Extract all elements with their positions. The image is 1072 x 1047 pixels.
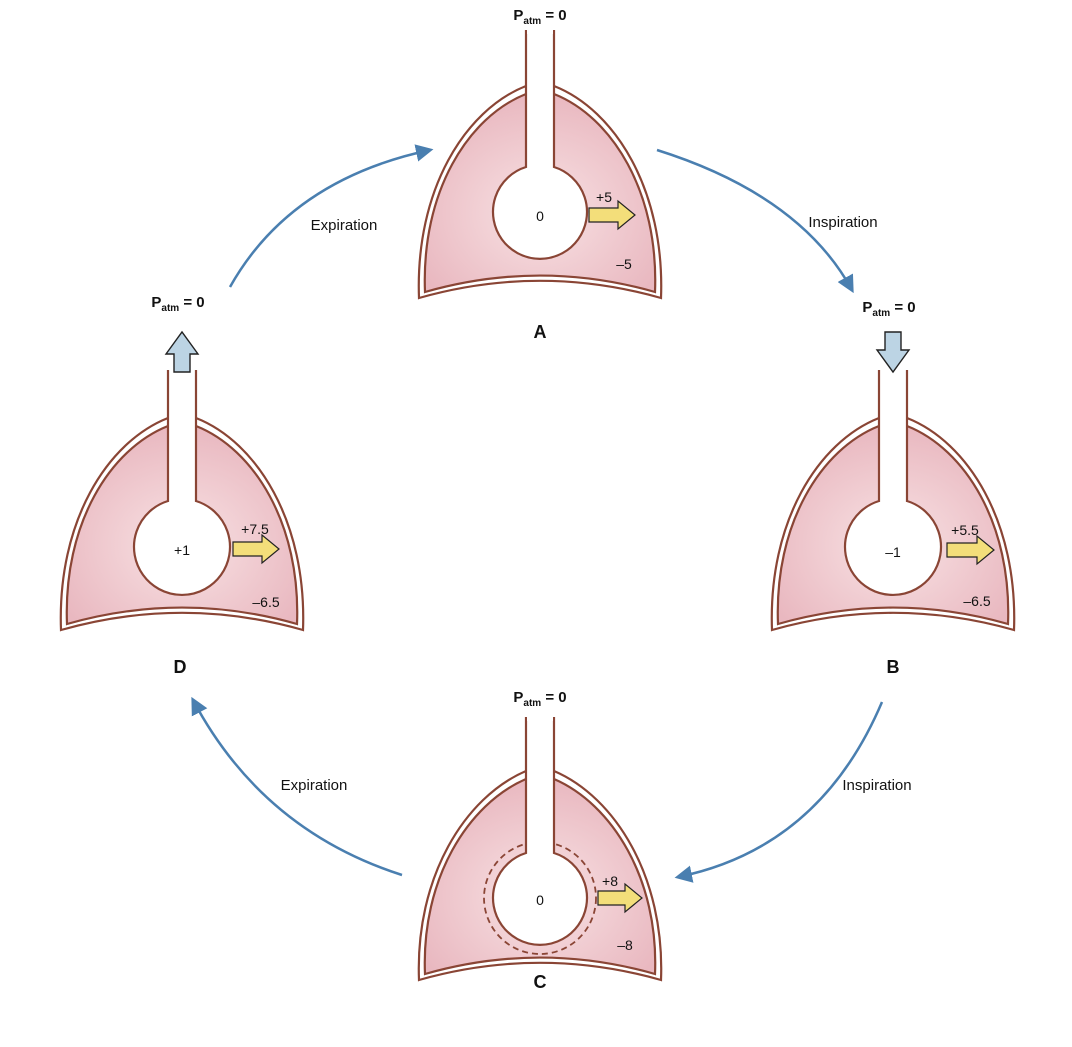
panel-letter: A bbox=[534, 322, 547, 342]
transpulmonary-pressure: +5.5 bbox=[951, 522, 979, 538]
transpulmonary-pressure: +7.5 bbox=[241, 521, 269, 537]
cycle-arrow-b-to-c bbox=[674, 701, 884, 883]
airway-alveolus bbox=[843, 370, 943, 597]
panel-letter: C bbox=[534, 972, 547, 992]
alveolar-pressure: 0 bbox=[536, 208, 544, 224]
cycle-label-b-to-c: Inspiration bbox=[842, 777, 911, 794]
pleural-pressure: –6.5 bbox=[252, 594, 279, 610]
patm-label: Patm = 0 bbox=[151, 294, 204, 314]
transpulmonary-arrow bbox=[232, 533, 280, 565]
pleural-pressure: –6.5 bbox=[963, 593, 990, 609]
panel-letter: B bbox=[887, 657, 900, 677]
panel-c: 0 +8 –8 Patm = 0 C bbox=[417, 689, 663, 992]
panel-a: 0 +5 –5 Patm = 0 A bbox=[417, 7, 663, 342]
pleural-pressure: –5 bbox=[616, 256, 632, 272]
transpulmonary-pressure: +5 bbox=[596, 189, 612, 205]
cycle-arrow-a-to-b bbox=[656, 148, 854, 294]
cycle-arrow-d-to-a bbox=[228, 144, 434, 288]
patm-label: Patm = 0 bbox=[513, 689, 566, 709]
alveolar-pressure: +1 bbox=[174, 542, 190, 558]
panel-d: +1 +7.5 –6.5 Patm = 0 D bbox=[59, 294, 305, 677]
panel-b: –1 +5.5 –6.5 Patm = 0 B bbox=[770, 299, 1016, 677]
inward-airflow-arrow bbox=[875, 331, 911, 374]
pleural-pressure: –8 bbox=[617, 937, 633, 953]
patm-label: Patm = 0 bbox=[862, 299, 915, 319]
panel-letter: D bbox=[174, 657, 187, 677]
alveolar-pressure: –1 bbox=[885, 544, 901, 560]
airway-alveolus bbox=[491, 717, 589, 946]
airway-alveolus bbox=[491, 30, 589, 260]
patm-label: Patm = 0 bbox=[513, 7, 566, 27]
cycle-label-d-to-a: Expiration bbox=[311, 217, 378, 234]
alveolar-pressure: 0 bbox=[536, 892, 544, 908]
airway-alveolus bbox=[132, 370, 232, 597]
transpulmonary-arrow bbox=[597, 882, 643, 914]
transpulmonary-arrow bbox=[946, 534, 995, 566]
cycle-label-c-to-d: Expiration bbox=[281, 777, 348, 794]
cycle-arrow-c-to-d bbox=[191, 696, 403, 877]
outward-airflow-arrow bbox=[164, 330, 200, 373]
transpulmonary-pressure: +8 bbox=[602, 873, 618, 889]
cycle-label-a-to-b: Inspiration bbox=[808, 214, 877, 231]
transpulmonary-arrow bbox=[588, 199, 636, 231]
